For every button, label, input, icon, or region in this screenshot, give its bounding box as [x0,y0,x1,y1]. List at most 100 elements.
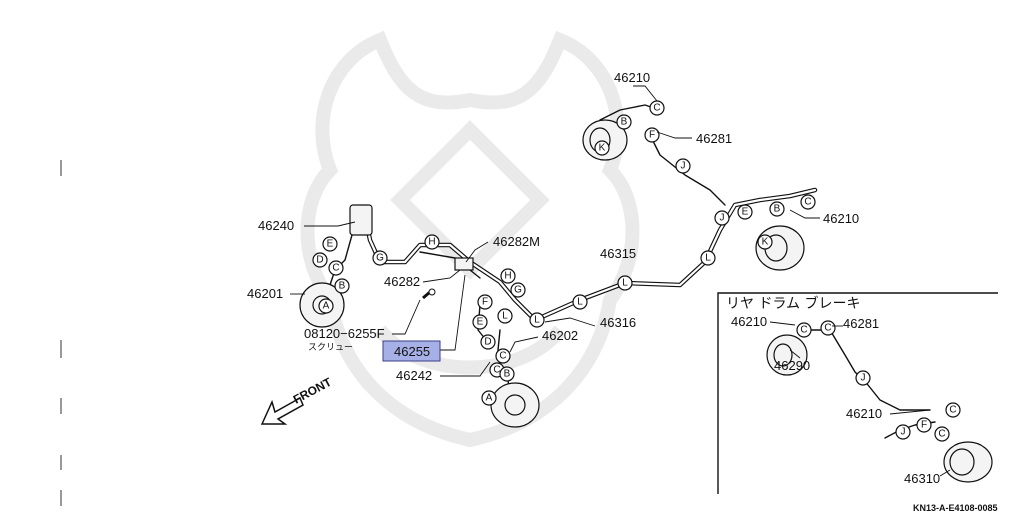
inset-callout-j: J [895,424,911,440]
inset-callout-c: C [934,426,950,442]
svg-text:C: C [499,351,506,362]
callout-c: C [649,100,665,116]
label-46316: 46316 [600,315,636,330]
callout-k: K [594,140,610,156]
inset-callout-f: F [916,417,932,433]
svg-text:L: L [534,315,540,326]
label-46201: 46201 [247,286,283,301]
callout-l: L [497,308,513,324]
callout-b: B [616,114,632,130]
callout-j: J [714,210,730,226]
svg-text:J: J [720,213,725,224]
inset-label-46210-a: 46210 [731,314,767,329]
svg-text:F: F [921,420,927,431]
svg-text:H: H [504,271,511,282]
svg-text:A: A [323,301,330,312]
svg-text:F: F [649,130,655,141]
label-46202: 46202 [542,328,578,343]
label-46281-top: 46281 [696,131,732,146]
svg-text:C: C [653,103,660,114]
callout-e: E [322,236,338,252]
front-label: FRONT [291,375,335,407]
svg-text:C: C [824,323,831,334]
callout-l: L [617,275,633,291]
svg-text:E: E [742,207,749,218]
svg-text:G: G [514,285,522,296]
callout-c: C [328,260,344,276]
svg-text:J: J [681,161,686,172]
callout-c: C [495,348,511,364]
inset-title: リヤ ドラム ブレーキ [726,295,860,312]
callout-h: H [500,268,516,284]
callout-l: L [700,250,716,266]
callout-j: J [675,158,691,174]
inset-callout-c: C [820,320,836,336]
svg-text:C: C [493,365,500,376]
callout-l: L [572,294,588,310]
label-46210-right: 46210 [823,211,859,226]
svg-text:F: F [482,297,488,308]
label-46255: 46255 [394,344,430,359]
inset-callout-c: C [796,322,812,338]
inset-label-46310: 46310 [904,471,940,486]
inset-rear-drum-brake: リヤ ドラム ブレーキ C C J C J F C 46210 46281 46… [717,292,998,494]
svg-text:L: L [622,278,628,289]
svg-text:L: L [577,297,583,308]
svg-text:J: J [861,373,866,384]
callouts-main: C B K F J J E B C K L L L L H G H G F L … [312,100,816,406]
svg-text:L: L [705,253,711,264]
part-labels: 46210 46281 46210 46240 46282M 46315 462… [247,70,859,383]
inset-callout-j: J [855,370,871,386]
svg-text:C: C [938,429,945,440]
label-46315: 46315 [600,246,636,261]
diagram-reference: KN13-A-E4108-0085 [913,503,998,513]
svg-text:C: C [949,405,956,416]
svg-text:C: C [804,197,811,208]
callout-l: L [529,312,545,328]
callout-g: G [372,250,388,266]
svg-text:A: A [486,393,493,404]
callout-g: G [510,282,526,298]
callout-b: B [334,278,350,294]
inset-label-46290: 46290 [774,358,810,373]
callout-f: F [477,294,493,310]
svg-text:B: B [504,369,511,380]
label-46210-top: 46210 [614,70,650,85]
svg-text:C: C [332,263,339,274]
callout-d: D [480,334,496,350]
highlighted-part-46255[interactable]: 46255 [382,340,441,362]
svg-text:B: B [339,281,346,292]
callout-b: B [499,366,515,382]
callout-e: E [472,314,488,330]
callout-k: K [757,234,773,250]
svg-text:K: K [599,143,606,154]
svg-text:D: D [484,337,491,348]
callout-c: C [800,194,816,210]
callout-e: E [737,204,753,220]
inset-label-46281: 46281 [843,316,879,331]
svg-text:G: G [376,253,384,264]
callout-a: A [318,298,334,314]
front-arrow: FRONT [260,375,335,425]
svg-text:E: E [327,239,334,250]
label-screw-pn: 08120−6255F [304,326,385,341]
svg-text:H: H [428,237,435,248]
inset-label-46210-b: 46210 [846,406,882,421]
svg-text:B: B [774,204,781,215]
svg-text:K: K [762,237,769,248]
svg-text:E: E [477,317,484,328]
svg-text:C: C [800,325,807,336]
callout-f: F [644,127,660,143]
svg-text:J: J [901,427,906,438]
label-46242: 46242 [396,368,432,383]
label-46282: 46282 [384,274,420,289]
label-screw-jp: スクリュー [308,342,353,352]
label-46240: 46240 [258,218,294,233]
svg-text:D: D [316,255,323,266]
label-46282M: 46282M [493,234,540,249]
svg-text:B: B [621,117,628,128]
callout-a: A [481,390,497,406]
callout-b: B [769,201,785,217]
watermark-emblem [300,30,640,448]
